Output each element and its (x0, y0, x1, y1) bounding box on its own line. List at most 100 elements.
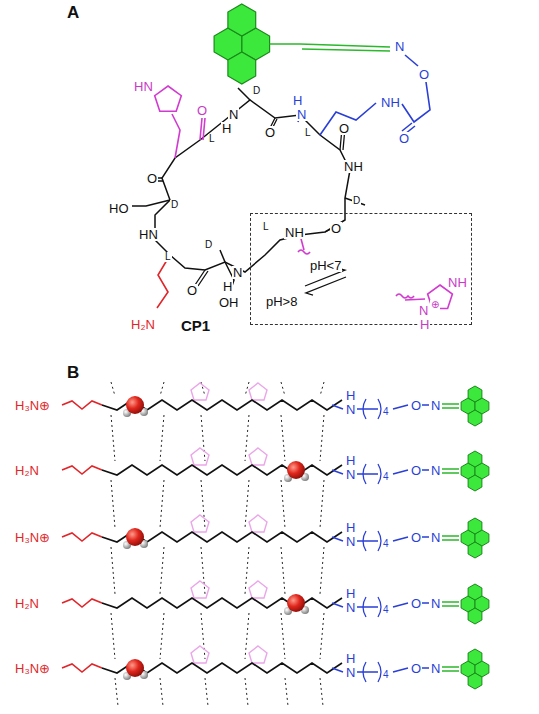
atom-label: L (164, 252, 172, 262)
linker (357, 464, 381, 484)
atom-label: N (296, 108, 307, 121)
pyrene (468, 451, 482, 467)
atom-label: O (330, 222, 342, 235)
linker (357, 597, 381, 617)
atom-label: L (208, 134, 216, 144)
atom-label: H₂N (14, 464, 40, 477)
pyrene (468, 584, 482, 600)
hydrogen-bond (111, 382, 115, 396)
water-oxygen (287, 461, 305, 479)
atom-label: 4 (382, 670, 390, 680)
hydrogen-bond (201, 480, 205, 528)
histidine-ring (249, 383, 267, 400)
atom-label: 4 (382, 472, 390, 482)
linker (332, 668, 343, 672)
hydrogen-bond (285, 678, 288, 706)
linker (357, 531, 381, 551)
atom-label: O (146, 172, 158, 185)
hydrogen-bond (281, 415, 285, 461)
atom-label: HN (133, 80, 154, 93)
atom-label: O (196, 104, 208, 117)
atom-label: NH (380, 96, 401, 109)
hydrogen-bond (201, 613, 205, 659)
atom-label: H (292, 94, 303, 107)
hydrogen-bond (245, 382, 249, 396)
atom-label: N (345, 468, 356, 481)
hydrogen-bond (115, 678, 118, 706)
hydrogen-bond (160, 415, 164, 461)
beta-sheet-stack (62, 382, 489, 706)
atom-label: N (345, 601, 356, 614)
atom-label: 4 (382, 407, 390, 417)
pyrene (468, 649, 482, 665)
serine-side-chains (132, 200, 234, 292)
hydrogen-bond (160, 613, 164, 659)
atom-label: NH (447, 276, 468, 289)
linker (332, 603, 343, 607)
peptide-ring (155, 100, 350, 272)
hydrogen-bond (245, 613, 249, 659)
atom-label: N (345, 403, 356, 416)
atom-label: O (410, 662, 422, 675)
lysine-side-chain (157, 255, 170, 308)
ph-condition: pH<7 (309, 259, 342, 272)
linker (332, 537, 343, 541)
atom-label: D (352, 196, 361, 206)
atom-label: L (262, 222, 270, 232)
atom-label: O (418, 68, 430, 81)
atom-label: N (430, 662, 441, 675)
atom-label: O (338, 122, 350, 135)
atom-label: H (345, 454, 356, 467)
atom-label: O (264, 126, 276, 139)
hydrogen-bond (111, 415, 115, 461)
linker (332, 470, 343, 474)
hydrogen-bond (160, 678, 163, 706)
atom-label: N (228, 108, 239, 121)
atom-label: ⊕ (430, 300, 440, 310)
atom-label: N (430, 464, 441, 477)
carbonyl-bonds (152, 118, 345, 286)
atom-label: H₃N⊕ (14, 399, 51, 412)
pyrene (468, 673, 482, 689)
hydrogen-bond (205, 678, 208, 706)
pyrene (468, 608, 482, 624)
oxime-link (270, 44, 390, 51)
atom-label: H (419, 318, 430, 331)
lysine-linker (298, 55, 430, 135)
histidine-ring (249, 646, 267, 663)
hydrogen-bond (201, 547, 205, 594)
pyrene (468, 475, 482, 491)
lysine-chain (62, 466, 102, 474)
atom-label: H (345, 652, 356, 665)
histidine-ring (249, 581, 267, 598)
atom-label: O (186, 284, 198, 297)
atom-label: H (345, 389, 356, 402)
ph-condition: pH>8 (265, 295, 298, 308)
hydrogen-bond (245, 678, 248, 706)
atom-label: O (410, 597, 422, 610)
histidine-ring (249, 515, 267, 532)
atom-label: O (398, 132, 410, 145)
atom-label: N (430, 531, 441, 544)
atom-label: H₃N⊕ (14, 662, 51, 675)
atom-label: N (345, 666, 356, 679)
pyrene (468, 542, 482, 558)
pyrene (468, 386, 482, 402)
histidine-ring (191, 581, 209, 598)
hydrogen-bond (320, 678, 323, 706)
hydrogen-bond (111, 480, 115, 528)
atom-label: D (170, 200, 179, 210)
lysine-chain (62, 533, 102, 541)
hydrogen-bond (160, 547, 164, 594)
oxime-link (442, 404, 459, 408)
atom-label: N (418, 304, 429, 317)
hydrogen-bond (320, 382, 324, 396)
atom-label: H (345, 521, 356, 534)
equilibrium-arrows (305, 268, 346, 295)
histidine-equilibrium (298, 235, 452, 309)
atom-label: H₂N (130, 318, 156, 331)
oxime-link (442, 667, 459, 671)
hydrogen-bond (245, 480, 249, 528)
atom-label: HO (108, 202, 130, 215)
